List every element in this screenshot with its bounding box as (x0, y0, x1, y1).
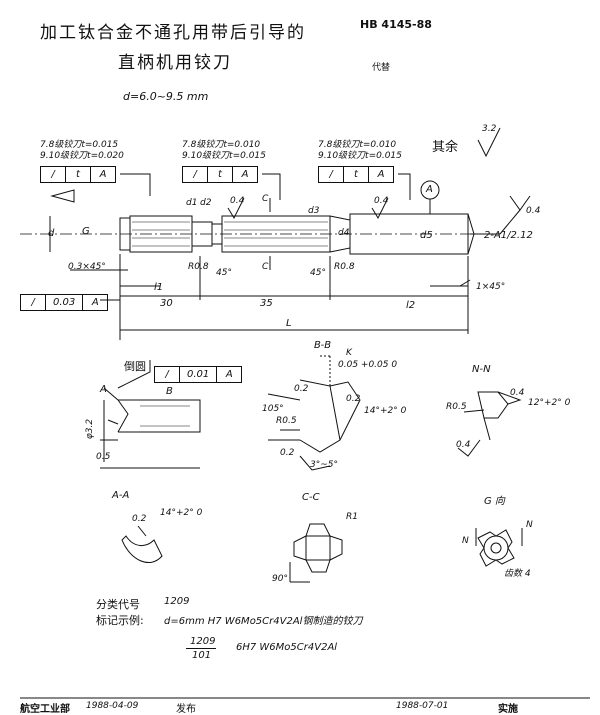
section-NN-angle: 12°+2° 0 (528, 398, 571, 408)
section-NN-rough2: 0.4 (456, 440, 471, 450)
label-rough2: 0.4 (374, 196, 389, 206)
section-BB-r2: 0.2 (346, 394, 361, 404)
marking-fraction-top: 1209 (190, 636, 216, 647)
label-a2: 45° (310, 268, 326, 278)
section-AA-rough: 0.2 (132, 514, 147, 524)
label-rough-end: 0.4 (526, 206, 541, 216)
label-d: d (48, 228, 55, 239)
datum-A: A (426, 184, 433, 195)
section-AA-title: A-A (112, 490, 130, 501)
section-CC-radius: R1 (346, 512, 358, 522)
section-BB-angle1: 105° (262, 404, 284, 414)
view-G-title: G 向 (484, 496, 505, 507)
label-d4: d4 (338, 228, 350, 238)
section-BB-r1: 0.2 (294, 384, 309, 394)
detail-dim-phi: φ3.2 (85, 418, 96, 440)
section-BB-radius: R0.5 (276, 416, 297, 426)
section-BB-angle3: 3°~5° (310, 460, 338, 470)
label-dim30: 30 (160, 298, 173, 309)
label-G: G (82, 226, 90, 237)
label-chamfer: 0.3×45° (68, 262, 106, 272)
label-C-top: C (262, 194, 269, 204)
marking-example-label: 标记示例: (96, 614, 144, 627)
footer-issuer: 航空工业部 (20, 704, 70, 715)
classification-label: 分类代号 (96, 598, 140, 611)
label-center-hole: 2-A1/2.12 (484, 230, 533, 241)
marking-example-text: d=6mm H7 W6Mo5Cr4V2Al钢制造的铰刀 (164, 616, 363, 627)
classification-code: 1209 (164, 596, 190, 607)
rest-roughness-label: 其余 (432, 140, 459, 155)
section-BB-angle2: 14°+2° 0 (364, 406, 407, 416)
label-d3: d3 (308, 206, 320, 216)
section-BB-tol: 0.05 +0.05 0 (338, 360, 398, 370)
section-BB-K: K (346, 348, 352, 358)
detail-chamfer-label: 倒圆 (124, 360, 146, 373)
label-d5: d5 (420, 230, 433, 241)
fraction-bar (186, 648, 216, 649)
label-d2: d2 (200, 198, 212, 208)
section-CC-title: C-C (302, 492, 320, 503)
label-d1: d1 (186, 198, 198, 208)
footer-issued: 发布 (176, 704, 196, 715)
view-G-N1: N (462, 536, 469, 546)
section-CC-angle: 90° (272, 574, 288, 584)
view-G-teeth: 齿数 4 (504, 569, 531, 579)
footer-implemented: 实施 (498, 704, 518, 715)
footer-impl-date: 1988-07-01 (396, 701, 449, 711)
document-title-line1: 加工钛合金不通孔用带后引导的 (40, 23, 306, 43)
rest-roughness-value: 3.2 (482, 124, 497, 134)
label-r2: R0.8 (334, 262, 355, 272)
label-a1: 45° (216, 268, 232, 278)
replaces-label: 代替 (372, 63, 391, 73)
detail-dim-small: 0.5 (96, 452, 111, 462)
label-L: L (286, 318, 292, 329)
label-rough1: 0.4 (230, 196, 245, 206)
label-r1: R0.8 (188, 262, 209, 272)
marking-fraction-bottom: 101 (192, 650, 212, 661)
label-dim35: 35 (260, 298, 273, 309)
label-angle-back: 1×45° (476, 282, 506, 292)
document-title-line2: 直柄机用铰刀 (118, 53, 232, 73)
detail-label-B: B (166, 386, 173, 397)
label-C-bottom: C (262, 262, 269, 272)
rest-roughness-symbol (477, 127, 501, 158)
section-BB-rough3: 0.2 (280, 448, 295, 458)
section-NN-title: N-N (472, 364, 491, 375)
section-BB-title: B-B (314, 340, 332, 351)
label-l2: l2 (406, 300, 416, 311)
marking-fraction-rest: 6H7 W6Mo5Cr4V2Al (236, 642, 338, 653)
label-l1: l1 (154, 282, 164, 293)
detail-label-A: A (100, 384, 107, 395)
standard-code: HB 4145-88 (360, 18, 432, 31)
diameter-range: d=6.0~9.5 mm (123, 90, 209, 103)
footer-issue-date: 1988-04-09 (86, 701, 139, 711)
section-NN-radius: R0.5 (446, 402, 467, 412)
view-G-N2: N (526, 520, 533, 530)
section-NN-rough1: 0.4 (510, 388, 525, 398)
section-AA-angle: 14°+2° 0 (160, 508, 203, 518)
